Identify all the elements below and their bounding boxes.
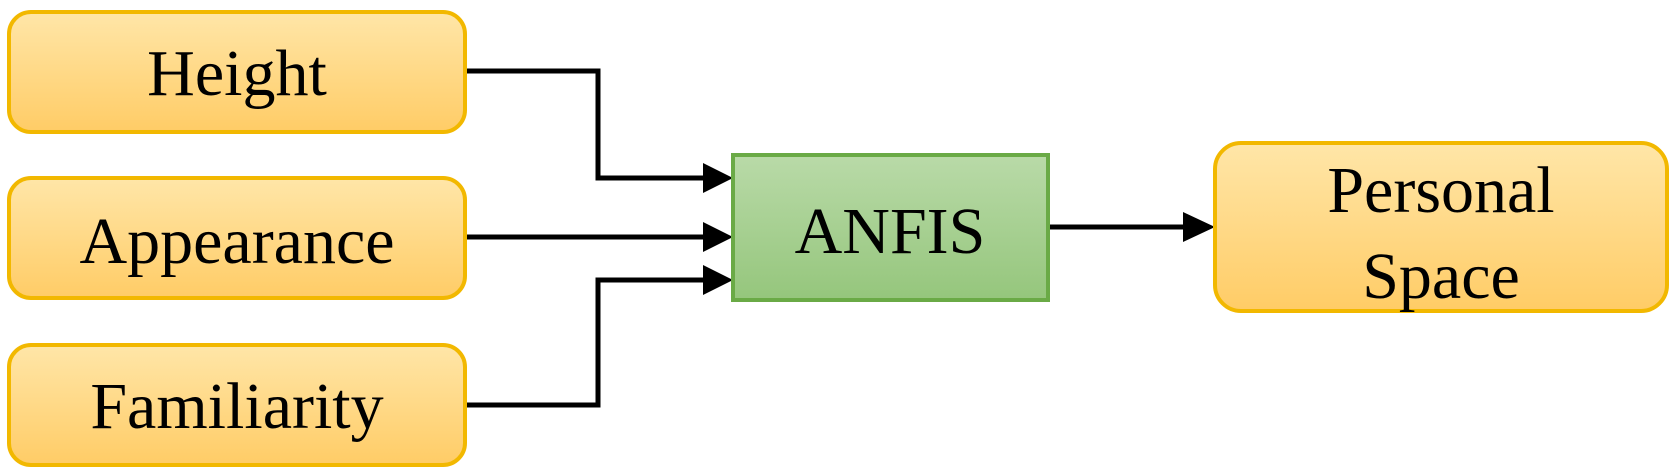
output-node-box	[1213, 141, 1669, 313]
output-node-label-line1: Personal	[1327, 154, 1554, 227]
input-node-appearance-box	[7, 176, 467, 300]
model-node-anfis: ANFIS	[731, 153, 1050, 302]
connectors	[465, 68, 1215, 408]
arrowhead-appearance	[703, 222, 733, 252]
output-node-personal-space: Personal Space	[1213, 141, 1669, 313]
input-node-familiarity: Familiarity	[7, 343, 467, 467]
input-node-height: Height	[7, 10, 467, 134]
arrowhead-output	[1183, 212, 1215, 242]
connector-height-to-anfis	[465, 68, 705, 181]
connector-familiarity-to-anfis	[465, 277, 705, 408]
input-node-appearance: Appearance	[7, 176, 467, 300]
input-node-height-label: Height	[147, 37, 327, 110]
input-node-familiarity-box	[7, 343, 467, 467]
input-node-height-box	[7, 10, 467, 134]
input-node-appearance-label: Appearance	[79, 205, 394, 278]
model-node-anfis-box	[731, 153, 1050, 302]
arrowhead-familiarity	[703, 265, 733, 295]
arrowhead-height	[703, 163, 733, 193]
input-node-familiarity-label: Familiarity	[90, 370, 383, 443]
model-node-anfis-label: ANFIS	[795, 195, 986, 268]
output-node-label-line2: Space	[1362, 240, 1520, 313]
